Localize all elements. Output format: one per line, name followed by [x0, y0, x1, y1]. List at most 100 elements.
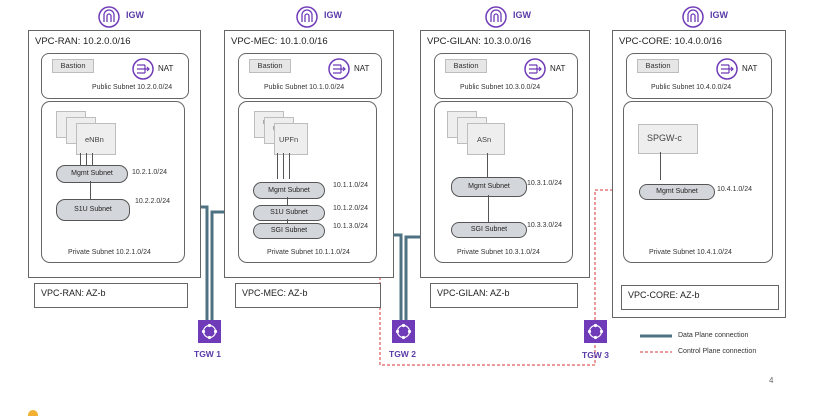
nat-group: NAT	[328, 58, 369, 85]
tgw-3-label: TGW 3	[582, 350, 609, 360]
az-label: VPC-GILAN: AZ-b	[437, 288, 510, 298]
public-subnet: Bastion Public Subnet 10.1.0.0/24	[238, 53, 382, 99]
az-ran: VPC-RAN: AZ-b	[34, 283, 188, 308]
legend-data-plane: Data Plane connection	[678, 332, 749, 339]
private-subnet-label: Private Subnet 10.2.1.0/24	[68, 249, 151, 256]
tgw-1	[198, 320, 221, 343]
app-instance-card: ASn	[467, 123, 505, 155]
az-label: VPC-CORE: AZ-b	[628, 290, 700, 300]
sgi-subnet-cidr: 10.1.3.0/24	[333, 223, 369, 230]
sgi-subnet: SGI Subnet	[253, 223, 325, 239]
vpc-gilan-title: VPC-GILAN: 10.3.0.0/16	[427, 36, 532, 47]
igw-group: IGW	[296, 6, 342, 33]
nat-label: NAT	[354, 64, 370, 73]
sgi-subnet: SGI Subnet	[451, 222, 527, 238]
nat-icon	[328, 58, 350, 80]
az-core: VPC-CORE: AZ-b	[621, 285, 779, 310]
connector-line	[287, 197, 288, 205]
nat-group: NAT	[132, 58, 173, 85]
nat-icon	[716, 58, 738, 80]
vpc-gilan: VPC-GILAN: 10.3.0.0/16 Bastion Public Su…	[420, 30, 590, 278]
mgmt-subnet-cidr: 10.1.1.0/24	[333, 182, 369, 189]
s1u-subnet: S1U Subnet	[253, 205, 325, 221]
app-label: UPFn	[279, 135, 299, 144]
nat-group: NAT	[716, 58, 757, 85]
connector-line	[80, 153, 81, 165]
public-subnet-label: Public Subnet 10.4.0.0/24	[651, 84, 732, 91]
private-subnet: SPGW-c Mgmt Subnet 10.4.1.0/24 Private S…	[623, 101, 773, 263]
private-subnet-label: Private Subnet 10.1.1.0/24	[267, 249, 350, 256]
az-label: VPC-MEC: AZ-b	[242, 288, 308, 298]
igw-group: IGW	[485, 6, 531, 33]
private-subnet: U U UPFn Mgmt Subnet 10.1.1.0/24 S1U Sub…	[238, 101, 377, 263]
transit-gateway-icon	[395, 323, 412, 340]
connector-line	[487, 153, 488, 177]
s1u-subnet: S1U Subnet	[56, 199, 130, 221]
nat-label: NAT	[550, 64, 566, 73]
igw-group: IGW	[98, 6, 144, 33]
control-plane-line	[322, 189, 596, 366]
igw-label: IGW	[126, 10, 144, 20]
private-subnet: ASn Mgmt Subnet 10.3.1.0/24 SGI Subnet 1…	[434, 101, 573, 263]
igw-group: IGW	[682, 6, 728, 33]
mgmt-subnet: Mgmt Subnet	[451, 177, 527, 197]
igw-label: IGW	[324, 10, 342, 20]
nat-icon	[524, 58, 546, 80]
tgw-3	[584, 320, 607, 343]
app-label: ASn	[477, 135, 492, 144]
vpc-core: VPC-CORE: 10.4.0.0/16 Bastion Public Sub…	[612, 30, 786, 318]
bastion-host: Bastion	[445, 59, 487, 73]
igw-icon	[296, 6, 318, 28]
igw-icon	[485, 6, 507, 28]
s1u-subnet-cidr: 10.1.2.0/24	[333, 205, 369, 212]
connector-line	[660, 152, 661, 180]
igw-icon	[98, 6, 120, 28]
transit-gateway-icon	[587, 323, 604, 340]
tgw-2	[392, 320, 415, 343]
private-subnet-label: Private Subnet 10.3.1.0/24	[457, 249, 540, 256]
connector-line	[287, 219, 288, 223]
vpc-mec: VPC-MEC: 10.1.0.0/16 Bastion Public Subn…	[224, 30, 394, 278]
vpc-ran: VPC-RAN: 10.2.0.0/16 Bastion Public Subn…	[28, 30, 201, 278]
nat-label: NAT	[158, 64, 174, 73]
mgmt-subnet-cidr: 10.3.1.0/24	[527, 180, 563, 187]
connector-line	[289, 153, 290, 179]
mgmt-subnet: Mgmt Subnet	[56, 165, 128, 183]
public-subnet: Bastion Public Subnet 10.4.0.0/24	[626, 53, 772, 99]
vpc-mec-title: VPC-MEC: 10.1.0.0/16	[231, 36, 328, 47]
app-instance-card: SPGW-c	[638, 124, 698, 154]
connector-line	[92, 153, 93, 165]
sgi-subnet-cidr: 10.3.3.0/24	[527, 222, 563, 229]
private-subnet: e e eNBn Mgmt Subnet 10.2.1.0/24 S1U Sub…	[41, 101, 185, 263]
public-subnet-label: Public Subnet 10.3.0.0/24	[460, 84, 541, 91]
igw-label: IGW	[710, 10, 728, 20]
transit-gateway-icon	[201, 323, 218, 340]
public-subnet: Bastion Public Subnet 10.2.0.0/24	[41, 53, 189, 99]
igw-label: IGW	[513, 10, 531, 20]
mgmt-subnet-cidr: 10.4.1.0/24	[717, 186, 753, 193]
app-instance-card: UPFn	[274, 123, 308, 155]
app-label: SPGW-c	[647, 133, 682, 143]
bastion-host: Bastion	[52, 59, 94, 73]
igw-icon	[682, 6, 704, 28]
nat-label: NAT	[742, 64, 758, 73]
az-mec: VPC-MEC: AZ-b	[235, 283, 381, 308]
vpc-core-title: VPC-CORE: 10.4.0.0/16	[619, 36, 722, 47]
bastion-host: Bastion	[637, 59, 679, 73]
tgw-2-label: TGW 2	[389, 349, 416, 359]
app-instance-card: eNBn	[76, 123, 116, 155]
vpc-ran-title: VPC-RAN: 10.2.0.0/16	[35, 36, 131, 47]
connector-line	[86, 153, 87, 165]
az-label: VPC-RAN: AZ-b	[41, 288, 106, 298]
connector-line	[90, 181, 91, 199]
public-subnet: Bastion Public Subnet 10.3.0.0/24	[434, 53, 578, 99]
nat-group: NAT	[524, 58, 565, 85]
connector-line	[277, 153, 278, 179]
s1u-subnet-cidr: 10.2.2.0/24	[135, 198, 171, 205]
bastion-host: Bastion	[249, 59, 291, 73]
legend-control-plane: Control Plane connection	[678, 348, 757, 355]
public-subnet-label: Public Subnet 10.1.0.0/24	[264, 84, 345, 91]
az-gilan: VPC-GILAN: AZ-b	[430, 283, 578, 308]
app-label: eNBn	[85, 135, 104, 144]
connector-line	[283, 153, 284, 179]
